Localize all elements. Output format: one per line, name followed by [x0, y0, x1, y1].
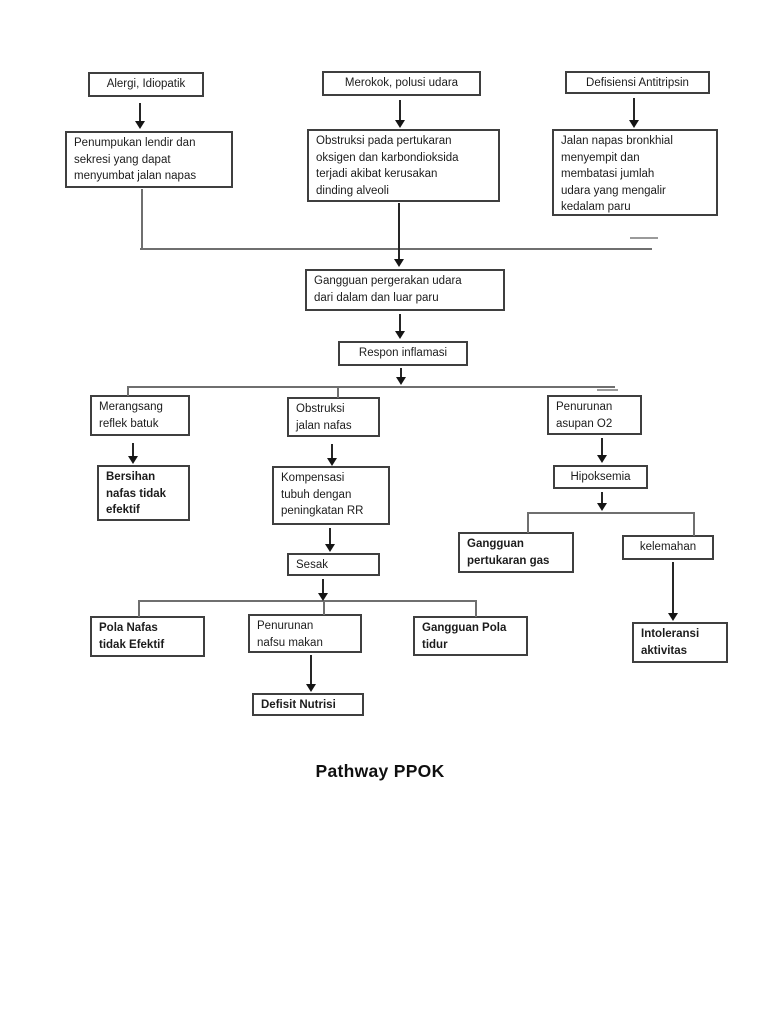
node-gangguan-pola-tidur: Gangguan Pola tidur	[413, 616, 528, 656]
connector-line	[138, 600, 140, 617]
arrow-connector	[400, 368, 402, 379]
node-obstruksi-jalan-nafas: Obstruksi jalan nafas	[287, 397, 380, 437]
connector-line	[127, 386, 615, 388]
arrow-down-icon	[629, 120, 639, 128]
arrow-down-icon	[396, 377, 406, 385]
arrow-connector	[331, 444, 333, 460]
node-gangguan-pertukaran-gas: Gangguan pertukaran gas	[458, 532, 574, 573]
node-respon-inflamasi: Respon inflamasi	[338, 341, 468, 366]
connector-line	[323, 600, 325, 615]
arrow-down-icon	[128, 456, 138, 464]
arrow-connector	[132, 443, 134, 458]
node-merangsang-reflek-batuk: Merangsang reflek batuk	[90, 395, 190, 436]
node-bersihan-nafas-tidak-efektif: Bersihan nafas tidak efektif	[97, 465, 190, 521]
connector-line	[527, 512, 693, 514]
node-sesak: Sesak	[287, 553, 380, 576]
arrow-connector	[672, 562, 674, 615]
node-obstruksi-pertukaran: Obstruksi pada pertukaran oksigen dan ka…	[307, 129, 500, 202]
arrow-connector	[322, 579, 324, 595]
arrow-connector	[398, 203, 400, 261]
connector-line	[527, 512, 529, 533]
node-merokok-polusi-udara: Merokok, polusi udara	[322, 71, 481, 96]
arrow-connector	[399, 100, 401, 122]
node-kelemahan: kelemahan	[622, 535, 714, 560]
arrow-down-icon	[325, 544, 335, 552]
connector-line	[140, 248, 652, 250]
node-gangguan-pergerakan-udara: Gangguan pergerakan udara dari dalam dan…	[305, 269, 505, 311]
node-penurunan-nafsu-makan: Penurunan nafsu makan	[248, 614, 362, 653]
node-penurunan-asupan-o2: Penurunan asupan O2	[547, 395, 642, 435]
arrow-down-icon	[597, 455, 607, 463]
connector-line	[475, 600, 477, 617]
arrow-connector	[329, 528, 331, 546]
arrow-down-icon	[395, 331, 405, 339]
connector-line	[127, 386, 129, 396]
connector-line	[141, 189, 143, 249]
arrow-down-icon	[318, 593, 328, 601]
arrow-down-icon	[327, 458, 337, 466]
node-alergi-idiopatik: Alergi, Idiopatik	[88, 72, 204, 97]
arrow-connector	[633, 98, 635, 122]
arrow-down-icon	[135, 121, 145, 129]
connector-line	[337, 387, 339, 398]
connector-line	[597, 389, 618, 391]
arrow-connector	[310, 655, 312, 686]
arrow-down-icon	[394, 259, 404, 267]
arrow-connector	[139, 103, 141, 123]
connector-line	[138, 600, 475, 602]
node-hipoksemia: Hipoksemia	[553, 465, 648, 489]
page-title: Pathway PPOK	[315, 761, 445, 781]
arrow-down-icon	[668, 613, 678, 621]
connector-line	[693, 512, 695, 536]
node-defisit-nutrisi: Defisit Nutrisi	[252, 693, 364, 716]
node-penumpukan-lendir: Penumpukan lendir dan sekresi yang dapat…	[65, 131, 233, 188]
arrow-down-icon	[597, 503, 607, 511]
arrow-connector	[601, 492, 603, 505]
arrow-down-icon	[395, 120, 405, 128]
arrow-connector	[399, 314, 401, 333]
arrow-connector	[601, 438, 603, 457]
node-intoleransi-aktivitas: Intoleransi aktivitas	[632, 622, 728, 663]
arrow-down-icon	[306, 684, 316, 692]
connector-line	[630, 237, 658, 239]
node-kompensasi-peningkatan-rr: Kompensasi tubuh dengan peningkatan RR	[272, 466, 390, 525]
node-jalan-napas-bronkhial: Jalan napas bronkhial menyempit dan memb…	[552, 129, 718, 216]
node-defisiensi-antitripsin: Defisiensi Antitripsin	[565, 71, 710, 94]
node-pola-nafas-tidak-efektif: Pola Nafas tidak Efektif	[90, 616, 205, 657]
